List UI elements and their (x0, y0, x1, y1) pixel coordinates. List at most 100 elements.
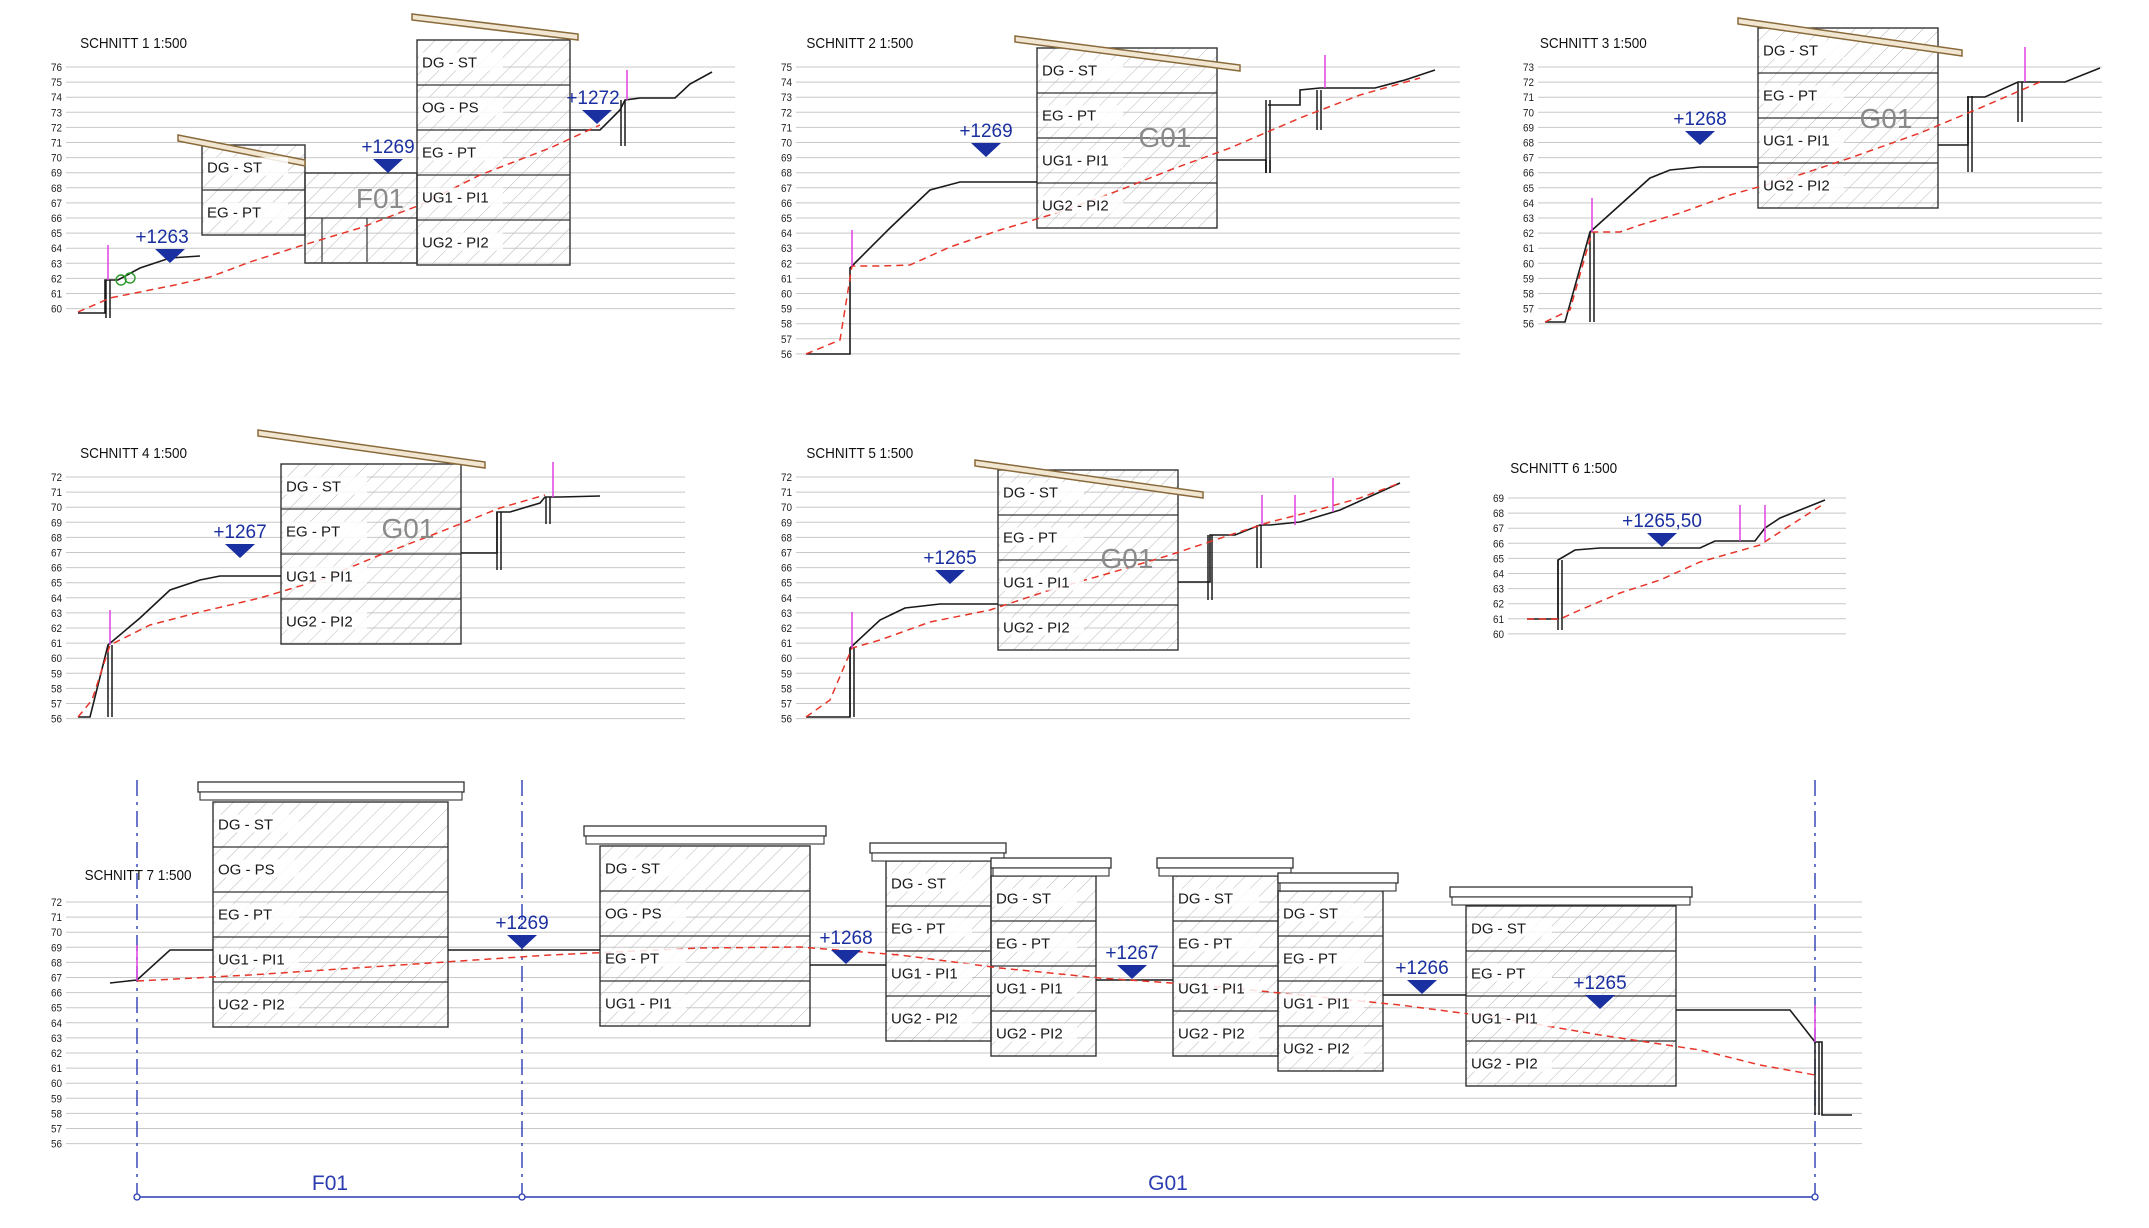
floor-label-bg (1468, 1053, 1552, 1072)
elevation-tick-label: 68 (781, 533, 792, 545)
elevation-tick-label: 68 (51, 533, 62, 545)
elevation-tick-label: 60 (1493, 629, 1504, 641)
zone-label-f01: F01 (312, 1172, 348, 1195)
floor-label: DG - ST (1003, 485, 1058, 502)
elevation-tick-label: 73 (1523, 63, 1534, 75)
elevation-tick-label: 58 (1523, 289, 1534, 301)
floor-label-bg (888, 918, 972, 937)
elevation-marker-icon (582, 110, 612, 124)
elevation-tick-label: 61 (51, 289, 62, 301)
elevation-tick-label: 70 (781, 503, 792, 515)
elevation-label: +1265 (1573, 973, 1626, 994)
elevation-tick-label: 74 (781, 78, 792, 90)
axis-node (133, 1193, 141, 1201)
floor-label: OG - PS (605, 906, 662, 923)
floor-label-bg (215, 994, 299, 1013)
elevation-tick-label: 63 (781, 244, 792, 256)
elevation-tick-label: 60 (51, 654, 62, 666)
elevation-tick-label: 64 (1493, 569, 1504, 581)
building-code-label: G01 (1139, 122, 1192, 153)
ground-profile (1676, 1009, 1852, 1116)
elevation-tick-label: 64 (1523, 198, 1534, 210)
elevation-tick-label: 66 (51, 214, 62, 226)
flat-roof-slab (1156, 857, 1294, 869)
elevation-tick-label: 65 (781, 578, 792, 590)
floor-label-bg (1175, 1023, 1259, 1042)
floor-label: DG - ST (422, 55, 477, 72)
elevation-marker-icon (1585, 995, 1615, 1009)
elevation-tick-label: 62 (1493, 599, 1504, 611)
floor-label-bg (1280, 993, 1364, 1012)
floor-label: UG1 - PI1 (1003, 575, 1070, 592)
elevation-tick-label: 65 (781, 214, 792, 226)
floor-label-bg (283, 611, 367, 630)
elevation-marker-icon (507, 935, 537, 949)
floor-label: UG2 - PI2 (1178, 1026, 1245, 1043)
elevation-tick-label: 56 (781, 349, 792, 361)
elevation-label: +1269 (361, 137, 414, 158)
elevation-tick-label: 60 (51, 1079, 62, 1091)
floor-label: UG2 - PI2 (218, 997, 285, 1014)
elevation-tick-label: 69 (781, 153, 792, 165)
flat-roof-slab (197, 781, 465, 793)
elevation-tick-label: 56 (781, 714, 792, 726)
floor-label: DG - ST (1763, 43, 1818, 60)
elevation-tick-label: 63 (781, 608, 792, 620)
floor-label: UG1 - PI1 (218, 952, 285, 969)
original-terrain-line (805, 482, 1401, 718)
original-terrain-line (1527, 502, 1826, 620)
floor-label: UG1 - PI1 (1763, 133, 1830, 150)
elevation-tick-label: 66 (51, 988, 62, 1000)
elevation-tick-label: 75 (51, 78, 62, 90)
original-terrain-layer (77, 77, 2041, 1076)
elevation-tick-label: 59 (1523, 274, 1534, 286)
elevation-tick-label: 66 (51, 563, 62, 575)
flat-roof-slab (1279, 882, 1397, 892)
flat-roof-slab (992, 867, 1110, 877)
elevation-tick-label: 57 (781, 699, 792, 711)
ground-profile (1545, 166, 1758, 323)
floor-label-bg (888, 1008, 972, 1027)
floor-label: DG - ST (1042, 63, 1097, 80)
elevation-tick-label: 59 (781, 304, 792, 316)
elevation-marker-icon (1117, 965, 1147, 979)
floor-label-bg (215, 859, 299, 878)
elevation-marker-icon (1685, 131, 1715, 145)
floor-label-bg (1000, 617, 1084, 636)
original-terrain-line (77, 494, 546, 718)
labels-layer: SCHNITT 1 1:5007675747372717069686766656… (51, 35, 1912, 1195)
elevation-tick-label: 59 (51, 669, 62, 681)
floor-label: EG - PT (1471, 966, 1525, 983)
floor-label-bg (993, 978, 1077, 997)
elevation-tick-label: 67 (1523, 153, 1534, 165)
elevation-tick-label: 61 (1523, 244, 1534, 256)
elevation-tick-label: 67 (51, 198, 62, 210)
elevation-tick-label: 64 (781, 229, 792, 241)
elevation-tick-label: 71 (781, 488, 792, 500)
elevation-tick-label: 57 (51, 699, 62, 711)
floor-label-bg (215, 814, 299, 833)
floor-label: UG1 - PI1 (1471, 1011, 1538, 1028)
floor-label-bg (1039, 150, 1123, 169)
elevation-tick-label: 64 (51, 1018, 62, 1030)
floor-label: EG - PT (422, 145, 476, 162)
elevation-tick-label: 62 (1523, 229, 1534, 241)
elevation-marker-icon (831, 950, 861, 964)
elevation-tick-label: 58 (781, 684, 792, 696)
elevation-tick-label: 63 (1523, 214, 1534, 226)
elevation-tick-label: 62 (51, 624, 62, 636)
elevation-tick-label: 75 (781, 63, 792, 75)
floor-label-bg (1000, 572, 1084, 591)
elevation-tick-label: 60 (51, 304, 62, 316)
building-code-label: G01 (382, 513, 435, 544)
elevation-tick-label: 76 (51, 63, 62, 75)
elevation-label: +1269 (495, 913, 548, 934)
section-title: SCHNITT 5 1:500 (806, 445, 913, 462)
elevation-tick-label: 74 (51, 93, 62, 105)
elevation-tick-label: 69 (781, 518, 792, 530)
elevation-tick-label: 68 (51, 183, 62, 195)
floor-label-bg (204, 157, 288, 176)
axis-node (518, 1193, 526, 1201)
elevation-label: +1269 (959, 121, 1012, 142)
floor-label-bg (215, 949, 299, 968)
